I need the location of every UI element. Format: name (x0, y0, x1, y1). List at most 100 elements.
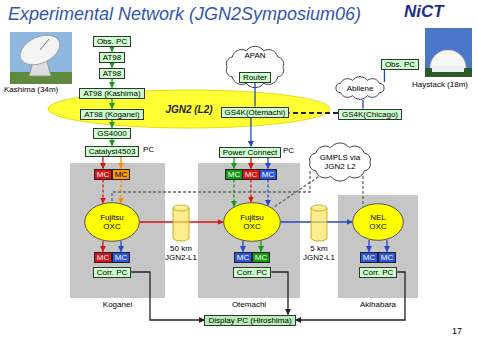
link-line (362, 100, 363, 109)
media-converter-box: MC (225, 169, 243, 180)
device-box: AT98 (Koganei) (80, 109, 143, 120)
device-name: GS4000 (97, 129, 126, 138)
cylinder-top (311, 205, 327, 211)
link-line (111, 120, 112, 128)
mc-label: MC (237, 253, 249, 262)
network-band: JGN2 (L2) AT98 (Kashima) GS4K(Otemachi) AT9… (48, 90, 330, 128)
network-cloud: GMPLS via JGN2 L2 (306, 143, 374, 181)
device-name: AT98 (Koganei) (84, 110, 139, 119)
oxc-ellipse: Fujitsu OXC (84, 202, 140, 242)
device-box: GS4K(Chicago) (338, 109, 402, 120)
link-line (368, 240, 369, 252)
kashima-antenna-photo (10, 29, 72, 84)
mc-label: MC (97, 170, 109, 179)
site-region: KoganeiMCMCFujitsu OXCMCMCCorr. PC (70, 163, 165, 298)
cloud-shape (310, 143, 371, 181)
link-line (233, 158, 234, 169)
link-line (296, 272, 405, 320)
oxc-ellipse: Fujitsu OXC (223, 202, 281, 242)
site-name: Otemachi (198, 300, 300, 309)
device-box: Router (239, 72, 271, 83)
link-line (273, 177, 319, 208)
device-box: Corr. PC (233, 267, 272, 278)
link-line (289, 112, 338, 114)
device-box: AT98 (99, 52, 126, 63)
slide-title: Experimental Network (JGN2Symposium06) (8, 3, 361, 25)
link-line (131, 272, 204, 320)
antenna-dish (15, 29, 64, 70)
media-converter-box: MC (252, 252, 270, 263)
device-name: AT98 (103, 53, 122, 62)
media-converter-box: MC (112, 169, 130, 180)
device-name: Obs. PC (385, 60, 415, 69)
link-line (267, 158, 268, 169)
mc-label: MC (381, 253, 393, 262)
mc-label: MC (115, 170, 127, 179)
media-converter-box: MC (94, 169, 112, 180)
link-line (111, 79, 112, 88)
link-line (271, 272, 288, 315)
device-name: AT98 (103, 69, 122, 78)
device-box: AT98 (99, 68, 126, 79)
site-region-shape (70, 163, 165, 298)
oxc-ellipse: NEL OXC (352, 203, 404, 241)
device-box: Catalyst4503 (85, 146, 140, 157)
device-box: Corr. PC (93, 267, 132, 278)
oxc-name: Fujitsu OXC (232, 213, 272, 231)
page-number: 17 (452, 327, 462, 337)
region-fill (198, 163, 300, 298)
device-box: GS4K(Otemachi) (221, 107, 290, 118)
device-name: Display PC (Hiroshima) (208, 316, 291, 325)
media-converter-box: MC (112, 252, 130, 263)
link-line (362, 176, 363, 206)
oxc-name: NEL OXC (365, 213, 391, 231)
network-name: GMPLS via JGN2 L2 (313, 153, 367, 171)
fiber-cylinder: 50 km JGN2-L1 (164, 204, 198, 266)
oxc-shape (224, 203, 281, 242)
oxc-shape (353, 204, 404, 241)
site-region: AkihabaraNEL OXCMCMCCorr. PC (338, 195, 418, 298)
radome (430, 50, 466, 68)
haystack-radome-photo (425, 28, 472, 77)
link-line (260, 241, 261, 251)
site-region-shape (198, 163, 300, 298)
link-line (112, 171, 310, 202)
device-name: GS4K(Chicago) (342, 110, 398, 119)
device-name: Catalyst4503 (89, 147, 136, 156)
link-line (250, 158, 251, 169)
region-fill (338, 195, 418, 298)
network-name: Abilene (347, 84, 374, 93)
mc-label: MC (115, 253, 127, 262)
mc-label: MC (363, 253, 375, 262)
device-box: GS4000 (93, 128, 130, 139)
cylinder-body (311, 208, 327, 241)
media-converter-box: MC (94, 252, 112, 263)
site-region: OtemachiMCMCMCFujitsu OXCMCMCCorr. PC (198, 163, 300, 298)
photo-caption: Kashima (34m) (4, 86, 58, 95)
cylinder-top (173, 205, 189, 211)
mc-label: MC (255, 253, 267, 262)
network-cloud: APAN Router (223, 46, 287, 88)
fiber-cylinder-outline (302, 204, 336, 242)
link-line (102, 157, 103, 169)
device-box: Obs. PC (381, 59, 419, 70)
link-line (111, 99, 112, 109)
site-region-shape (338, 195, 418, 298)
network-cloud: Abilene (332, 76, 388, 100)
fiber-label: 5 km JGN2-L1 (302, 244, 336, 262)
link-line (120, 157, 121, 169)
link-line (386, 240, 387, 252)
device-box: AT98 (Kashima) (79, 88, 144, 99)
network-name: JGN2 (L2) (165, 104, 212, 115)
radome-base (432, 66, 464, 72)
network-name: APAN (223, 51, 287, 60)
device-name: Power Connect (223, 148, 278, 157)
media-converter-box: MC (378, 252, 396, 263)
logo-text: NiCT (404, 3, 444, 22)
device-name: Corr. PC (237, 268, 268, 277)
fiber-cylinder-outline (164, 204, 198, 242)
device-box: Power Connect (219, 147, 282, 158)
device-name: Corr. PC (363, 268, 394, 277)
oxc-name: Fujitsu OXC (92, 213, 132, 231)
device-box: Corr. PC (359, 267, 398, 278)
